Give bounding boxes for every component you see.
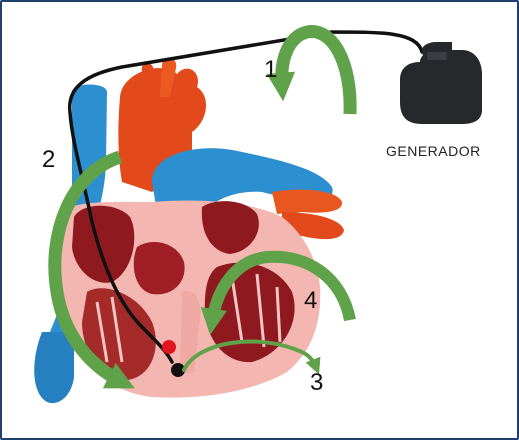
heart-illustration [34,57,344,404]
step-label-2: 2 [42,146,56,173]
arrow-1 [266,25,357,115]
arrow-2 [48,150,135,389]
arrow-3 [182,339,321,375]
septum [180,290,201,374]
right-atrium [72,205,135,283]
left-atrium [201,201,259,254]
red-electrode [162,340,176,354]
arrow-4 [200,250,356,336]
step-label-4: 4 [304,287,318,314]
step-label-3: 3 [310,369,324,396]
black-electrode-tip [171,363,185,377]
generator-label: GENERADOR [386,143,481,159]
aorta-branch-1 [141,62,154,97]
pulmonary-vein-upper [272,189,343,214]
inferior-vena-cava [34,332,74,404]
pacing-arrows [48,25,357,389]
pacing-lead [68,30,424,377]
trabeculae [95,273,282,363]
pacemaker-generator-icon [400,42,482,124]
aorta-branch-2 [160,57,177,97]
tricuspid-area [133,242,185,295]
pacing-lead-wire [68,30,424,364]
step-label-1: 1 [264,56,278,83]
